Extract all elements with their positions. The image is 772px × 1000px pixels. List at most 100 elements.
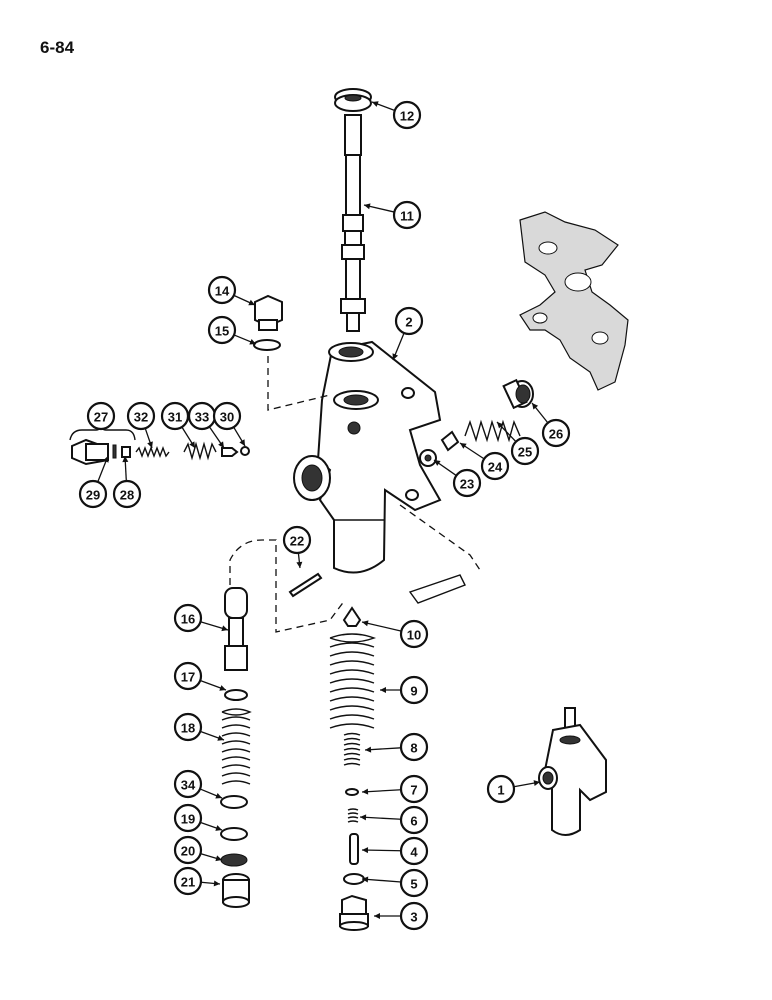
leader-arrowhead: [122, 456, 129, 463]
callout-circle: [78, 479, 108, 509]
callout-32: 32: [126, 401, 156, 449]
callout-circle: [452, 468, 482, 498]
callout-label: 14: [215, 284, 230, 299]
callout-31: 31: [160, 401, 196, 449]
leader-arrowhead: [532, 403, 539, 410]
spring-32: [135, 446, 170, 458]
callout-label: 34: [181, 778, 196, 793]
callout-circle: [399, 619, 429, 649]
callout-circle: [486, 774, 516, 804]
callout-8: 8: [364, 732, 429, 762]
callout-circle: [207, 275, 237, 305]
callout-28: 28: [112, 455, 142, 509]
leader-arrowhead: [239, 439, 245, 446]
callout-15: 15: [207, 315, 257, 345]
leader-arrowhead: [372, 101, 379, 107]
callout-34: 34: [173, 769, 223, 799]
leader-arrowhead: [460, 443, 467, 449]
callout-circle: [399, 901, 429, 931]
callout-33: 33: [187, 401, 225, 449]
callout-26: 26: [531, 402, 571, 448]
ring-20: [220, 853, 248, 867]
callout-17: 17: [173, 661, 227, 691]
leader-line: [361, 849, 402, 852]
leader-line: [359, 816, 402, 820]
callout-label: 5: [410, 877, 417, 892]
callout-circle: [399, 732, 429, 762]
callout-21: 21: [173, 866, 221, 896]
callout-label: 3: [410, 910, 417, 925]
leader-arrowhead: [365, 746, 372, 753]
callout-label: 32: [134, 410, 148, 425]
leader-arrowhead: [362, 847, 369, 854]
callout-label: 26: [549, 427, 563, 442]
callout-label: 19: [181, 812, 195, 827]
leader-arrowhead: [362, 620, 369, 627]
callout-circle: [207, 315, 237, 345]
ring-17: [224, 689, 248, 701]
leader-arrowhead: [533, 780, 540, 787]
callout-circle: [173, 866, 203, 896]
callout-circle: [126, 401, 156, 431]
washer-28: [121, 446, 131, 458]
callout-circle: [173, 803, 203, 833]
leader-arrowhead: [219, 685, 226, 691]
callout-label: 21: [181, 875, 195, 890]
leader-arrowhead: [374, 913, 380, 919]
callout-label: 6: [410, 814, 417, 829]
washer-19: [220, 827, 248, 841]
leader-line: [361, 789, 402, 793]
callout-circle: [282, 525, 312, 555]
leader-arrowhead: [221, 625, 228, 632]
seat-23: [419, 449, 437, 467]
plug-3: [339, 894, 369, 931]
callout-7: 7: [361, 774, 429, 804]
spring-18: [221, 708, 252, 785]
callout-label: 15: [215, 324, 229, 339]
callout-circle: [480, 451, 510, 481]
callout-4: 4: [361, 836, 429, 866]
spring-9: [329, 633, 377, 729]
callout-22: 22: [282, 525, 312, 569]
callout-label: 29: [86, 488, 100, 503]
spring-8: [343, 732, 361, 766]
callout-circle: [399, 675, 429, 705]
washer-34: [220, 795, 248, 809]
page-number: 6-84: [40, 38, 75, 57]
spring-6: [347, 808, 359, 823]
callout-label: 9: [410, 684, 417, 699]
callout-label: 2: [405, 315, 412, 330]
callout-2: 2: [392, 306, 424, 361]
leader-line: [361, 878, 402, 883]
assembly-lines: [229, 356, 481, 633]
callout-label: 12: [400, 109, 414, 124]
callout-label: 33: [195, 410, 209, 425]
leader-arrowhead: [248, 299, 255, 306]
pin-22: [288, 572, 323, 598]
callout-circle: [173, 661, 203, 691]
leader-arrowhead: [362, 876, 369, 883]
callout-10: 10: [361, 619, 429, 649]
callout-circle: [212, 401, 242, 431]
o-ring-5: [343, 873, 365, 885]
callout-label: 11: [400, 209, 414, 224]
leader-arrowhead: [362, 788, 369, 795]
callout-circle: [399, 836, 429, 866]
plug-26: [502, 378, 534, 410]
o-ring-15: [253, 339, 281, 351]
leader-arrowhead: [380, 687, 386, 693]
callout-label: 30: [220, 410, 234, 425]
callout-24: 24: [459, 442, 510, 481]
leader-arrowhead: [434, 460, 441, 466]
callout-circle: [86, 401, 116, 431]
leader-arrowhead: [147, 441, 153, 448]
callout-label: 8: [410, 741, 417, 756]
callout-circle: [173, 712, 203, 742]
callout-circle: [399, 868, 429, 898]
callout-16: 16: [173, 603, 229, 633]
callout-label: 17: [181, 670, 195, 685]
callout-label: 18: [181, 721, 195, 736]
pin-4: [349, 833, 359, 865]
callout-label: 27: [94, 410, 108, 425]
callout-11: 11: [363, 200, 422, 230]
